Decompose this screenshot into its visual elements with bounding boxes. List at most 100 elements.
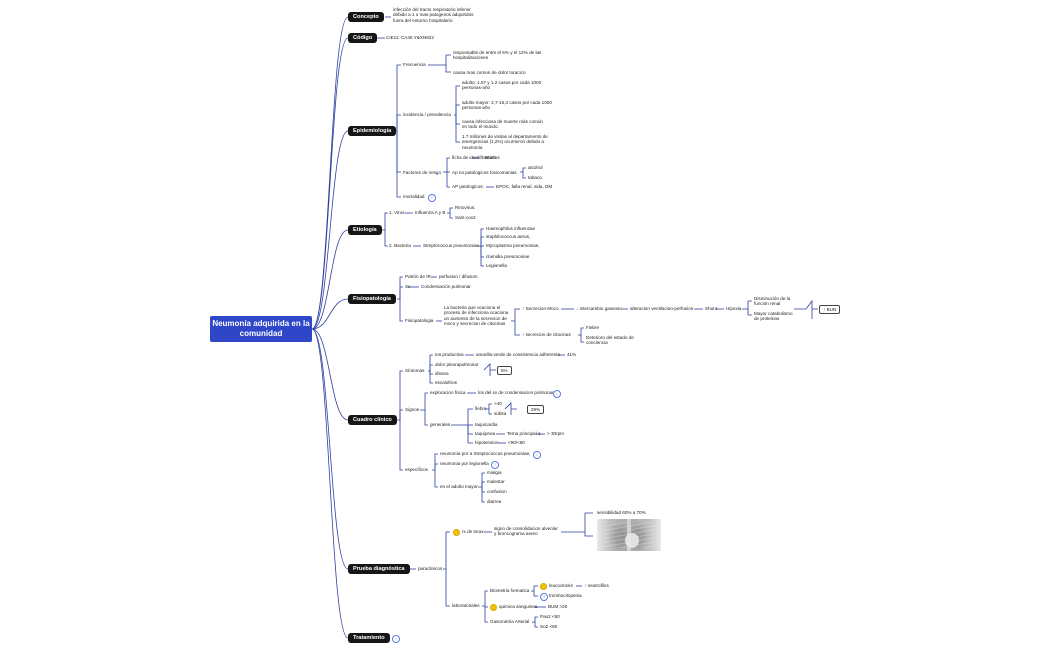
cc-adulto-item-1: mialgia [487,470,502,475]
cc-exploracion: exploracion física [430,390,466,395]
cc-taquipnea-value: Tema principal 1 [507,431,541,436]
etio-bacteria-item-1: Haemophilus influenzae [486,226,536,231]
info-sticker-icon[interactable]: i [553,390,561,398]
pd-paraclinicos: paraclinicos [418,566,443,571]
epi-frecuencia: Frecuencia [403,62,426,67]
pd-rx-value: signo de consolidacion alveolar y bronco… [494,526,558,537]
pd-gasometria: Gasometria Arterial [490,619,530,624]
epi-ap-patologicos: AP patologicos: [452,184,484,189]
epi-ap-no-patologicos: Ap no patologicos toxicomanias [452,170,517,175]
epi-incidencia-item-3: causa infecciosa de muerte más común en … [462,119,543,130]
fisio-fisiopatologia: Fisiopatologia [405,318,434,323]
pd-rx: rx de torax [462,529,484,534]
topic-tratamiento[interactable]: Tratamiento [348,633,390,643]
bulb-icon [540,583,547,590]
cc-signos: Signos [405,407,420,412]
etio-sars-cov2: Sars-cov2 [455,215,476,220]
pd-sensibilidad: sensibilidad 60% a 70% [597,510,646,515]
fisio-patron-value: perfusion / difusion [439,274,478,279]
etio-bacteria: 2. Bacteria [389,243,411,248]
info-sticker-icon[interactable]: i [491,461,499,469]
codigo-value: CIE11: CA40.Y&XN822 [386,35,434,40]
cc-sintoma-3: escalofrios [435,380,457,385]
cc-fiebre-item-2: súbita [494,411,507,416]
cc-tos-value: amarilla-verde de consistencia adherente [476,352,561,357]
fisio-hipoxia: Hipoxia [726,306,742,311]
epi-frecuencia-item-1: responsable de entre el 6% y el 12% de l… [453,50,542,61]
cc-especifico-2: neumonia por legionella [440,461,489,466]
fisio-deterioro: Deterioro del estado de conciencia [586,335,634,346]
fisio-hipoxia-item-2: Mayor catabolismo de proteinas [754,311,793,322]
epi-frecuencia-item-2: causa mas comun de dolor toracico [453,70,526,75]
topic-etiologia[interactable]: Etiología [348,225,382,235]
root-topic[interactable]: Neumonía adquirida en la comunidad [210,316,312,342]
pd-laboratoriales: laboratoriales [452,603,480,608]
etio-bacteria-item-5: Legionella [486,263,507,268]
bulb-icon [490,604,497,611]
cc-generales: generales [430,422,451,427]
epi-incidencia-item-4: 1.7 millones de visitas al departamento … [462,134,548,150]
pd-trombocitopenia: trombocitopenia [549,593,582,598]
etio-rinovirus: Rinovirus. [455,205,476,210]
fisio-citocinas: ↑ secrecion de citocinas [522,332,571,337]
cc-tos-pct: 41% [567,352,577,357]
cc-taquipnea-value-2: > 30rpm [547,431,564,436]
cc-especifico-1: neumonía por a Streptococcus pneumoniae, [440,451,531,456]
epi-ficha-value: ↑ 65años [481,155,500,160]
pd-quimica: quimica sanguinea [499,604,538,609]
fisio-intercambio: ↓ intercambio gaseoso [576,306,622,311]
etio-bacteria-item-4: clamidia pneumoniae [486,254,530,259]
epi-incidencia: incidencia / prevalencia [403,112,451,117]
topic-epidemiologia[interactable]: Epidemiología [348,126,397,136]
cc-fiebre: fiebre [475,406,487,411]
cc-adulto-item-4: diarrea [487,499,502,504]
cc-fiebre-pct-box: 29% [527,405,545,414]
topic-fisiopatologia[interactable]: Fisiopatología [348,294,396,304]
pd-biometria: Biometria hematica [490,588,530,593]
fisio-patron: Patrón de IR [405,274,431,279]
info-sticker-icon[interactable]: ? [540,593,548,601]
fisio-bun-box: ↑ BUN [819,305,841,314]
fisio-fiebre: Fiebre [586,325,600,330]
etio-virus: 1. Virus [389,210,405,215]
cc-sintoma-2: disnea [435,371,449,376]
pd-bun: BUM >20 [548,604,568,609]
epi-ficha: ficha de identificacion [452,155,496,160]
epi-tabaco: tabaco [528,175,542,180]
fisio-hipoxia-item-1: Disminución de la función renal [754,296,791,307]
cc-adulto-item-3: confusion [487,489,507,494]
fisio-description: La bacteria que ocaciona el proceso de i… [444,305,509,326]
fisio-alteracion: alteracion ventilacion-perfusion [630,306,694,311]
info-sticker-icon[interactable]: i [533,451,541,459]
cc-adulto-item-2: malestar [487,479,505,484]
etio-bacteria-item-3: Mycoplasma pneumoniae, [486,243,540,248]
fisio-shunt: Shunt [705,306,718,311]
epi-incidencia-item-2: adulto mayor: 2,7-15,3 casos por cada 10… [462,100,552,111]
cc-taquicardia: taquicardia [475,422,498,427]
epi-factores: Factores de riesgo [403,170,442,175]
bulb-icon [453,529,460,536]
topic-cuadro-clinico[interactable]: Cuadro clínico [348,415,397,425]
topic-concepto[interactable]: Concepto [348,12,384,22]
concepto-description: infección del tracto respiratorio inferi… [393,7,474,23]
xray-image[interactable] [597,519,661,551]
topic-codigo[interactable]: Código [348,33,378,43]
cc-taquipnea: taquipnea [475,431,496,436]
etio-influenza: Influenza A y B [415,210,446,215]
epi-alcohol: alcohol [528,165,543,170]
cc-especificos: específicos [405,467,428,472]
cc-hipotension-value: <90/<60 [508,440,525,445]
etio-strepto: Streptococcus pneumoniae [423,243,479,248]
cc-adulto-mayor: en el adulto mayor [440,484,478,489]
topic-prueba-diagnostica[interactable]: Prueba diagnóstica [348,564,410,574]
cc-hipotension: hipotension [475,440,499,445]
info-sticker-icon[interactable]: i [428,194,436,202]
info-sticker-icon[interactable]: i [392,635,400,643]
cc-exploracion-value: los del sx de condensacion pulmonar [478,390,554,395]
epi-ap-patologicos-value: EPOC, falla renal, sida, DM [496,184,553,189]
pd-neutrofilos: ↑ neutrofilos [584,583,609,588]
fisio-moco: ↑ Secrecion Moco [522,306,559,311]
epi-mortalidad: mortalidad [403,194,425,199]
